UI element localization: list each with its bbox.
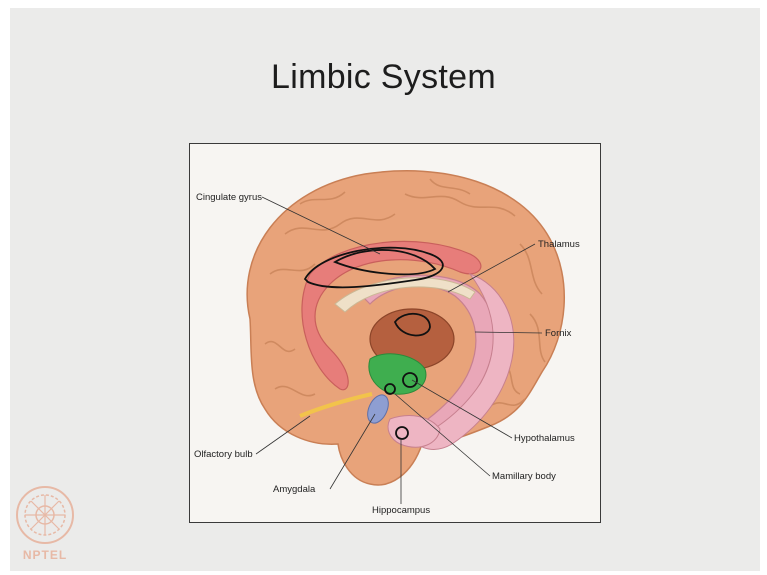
nptel-logo: NPTEL (14, 484, 76, 566)
limbic-system-figure: Cingulate gyrus Thalamus Fornix Olfactor… (189, 143, 601, 523)
label-amygdala: Amygdala (273, 484, 316, 495)
label-thalamus: Thalamus (538, 239, 580, 250)
label-hippocampus: Hippocampus (372, 505, 430, 516)
brain-illustration: Cingulate gyrus Thalamus Fornix Olfactor… (190, 144, 602, 524)
label-hypothalamus: Hypothalamus (514, 433, 575, 444)
label-fornix: Fornix (545, 328, 572, 339)
label-cingulate-gyrus: Cingulate gyrus (196, 192, 262, 203)
label-mamillary-body: Mamillary body (492, 471, 556, 482)
label-olfactory-bulb: Olfactory bulb (194, 449, 253, 460)
nptel-emblem-icon (14, 484, 76, 546)
logo-text: NPTEL (14, 548, 76, 562)
slide-title: Limbic System (0, 58, 767, 97)
